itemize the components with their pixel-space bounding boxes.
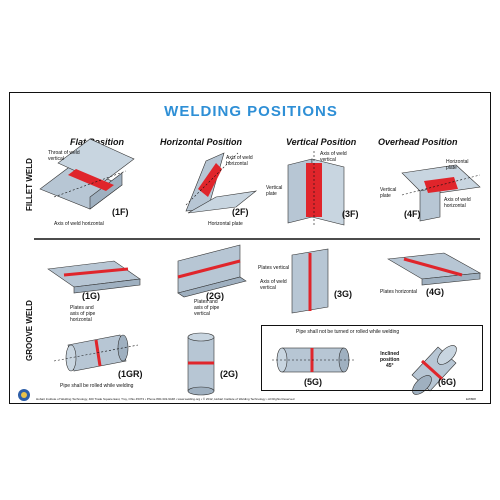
- code-3f: (3F): [342, 209, 359, 219]
- label-1f-throat: Throat of weld vertical: [48, 150, 80, 162]
- label-1gr: Pipe shall be rolled while welding: [60, 383, 134, 389]
- figure-2g-pipe: [187, 332, 215, 396]
- code-4g: (4G): [426, 287, 444, 297]
- figure-5g: [272, 347, 354, 373]
- label-3g-axis: Axis of weld vertical: [260, 279, 287, 291]
- footer-code: EW808: [466, 397, 476, 401]
- weld-figures: [18, 138, 481, 401]
- code-2f: (2F): [232, 207, 249, 217]
- label-3f-axis: Axis of weld vertical: [320, 151, 347, 163]
- footer-text: Hobart Institute of Welding Technology, …: [36, 397, 295, 401]
- figure-1gr: [53, 334, 139, 372]
- code-1gr: (1GR): [118, 369, 143, 379]
- hobart-logo-icon: [18, 389, 30, 401]
- code-2g-pipe: (2G): [220, 369, 238, 379]
- label-6g-incline: Inclined position 45°: [380, 351, 400, 369]
- code-5g: (5G): [304, 377, 322, 387]
- code-2g: (2G): [206, 291, 224, 301]
- figure-2g: [177, 244, 247, 298]
- column-header-overhead: Overhead Position: [378, 137, 458, 147]
- welding-positions-poster: WELDING POSITIONS Flat Position Horizont…: [9, 92, 491, 404]
- label-1g: Plates and axis of pipe horizontal: [70, 305, 96, 323]
- code-3g: (3G): [334, 289, 352, 299]
- figure-3g: [291, 248, 329, 314]
- figure-4f: [401, 164, 481, 222]
- code-1g: (1G): [82, 291, 100, 301]
- code-6g: (6G): [438, 377, 456, 387]
- label-2f-plate: Horizontal plate: [208, 221, 243, 227]
- figure-6g: [411, 345, 457, 395]
- figure-2f: [185, 152, 258, 214]
- label-4g: Plates horizontal: [380, 289, 417, 295]
- column-header-horizontal: Horizontal Position: [160, 137, 242, 147]
- label-4f-plate-v: Vertical plate: [380, 187, 397, 199]
- label-3f-plate: Vertical plate: [266, 185, 283, 197]
- figure-1g: [47, 260, 141, 294]
- label-1f-axis: Axis of weld horizontal: [54, 221, 104, 227]
- figure-3f: [287, 151, 345, 227]
- code-1f: (1F): [112, 207, 129, 217]
- label-2f-axis: Axis of weld horizontal: [226, 155, 253, 167]
- label-3g-plates: Plates vertical: [258, 265, 290, 271]
- label-box-note: Pipe shall not be turned or rolled while…: [296, 329, 400, 335]
- poster-title: WELDING POSITIONS: [164, 103, 338, 120]
- column-header-vertical: Vertical Position: [286, 137, 357, 147]
- fixed-pipe-box: [261, 325, 483, 391]
- label-4f-plate-h: Horizontal plate: [446, 159, 469, 171]
- label-2g: Plates and axis of pipe vertical: [194, 299, 220, 317]
- figure-4g: [387, 252, 481, 286]
- figure-1f: [39, 138, 135, 210]
- label-4f-axis: Axis of weld horizontal: [444, 197, 471, 209]
- code-4f: (4F): [404, 209, 421, 219]
